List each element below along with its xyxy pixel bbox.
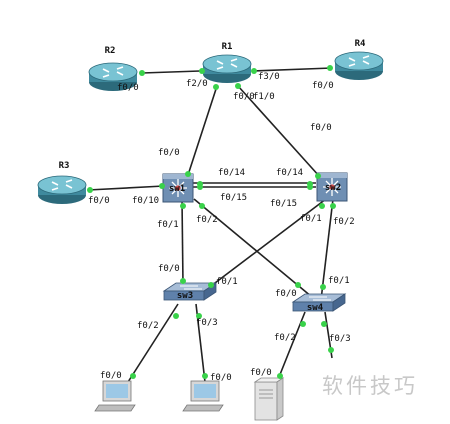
router-icon (202, 54, 252, 83)
link-r3-sw1 (87, 185, 165, 191)
switch-icon (162, 282, 218, 301)
watermark-text: 软件技巧 (322, 374, 418, 398)
port-label: f0/0 (250, 368, 272, 378)
port-dot (185, 171, 191, 177)
link-sw2-sw3 (206, 198, 327, 290)
device-srv[interactable] (253, 377, 285, 421)
port-label: f0/15 (220, 193, 247, 203)
device-sw1[interactable]: sw1 (162, 173, 194, 203)
server-icon (253, 377, 285, 421)
port-label: f0/14 (276, 168, 303, 178)
port-label: f0/0 (158, 264, 180, 274)
port-dot (307, 184, 313, 190)
device-label-r1: R1 (222, 42, 233, 52)
router-icon (334, 51, 384, 80)
port-dot (173, 313, 179, 319)
port-dot (180, 203, 186, 209)
multilayer-switch-icon (316, 172, 348, 202)
pc-icon (182, 380, 224, 412)
device-pc2[interactable] (182, 380, 224, 412)
port-dot (321, 321, 327, 327)
port-dot (180, 278, 186, 284)
link-r1-sw1 (187, 85, 218, 176)
port-label: f0/2 (274, 333, 296, 343)
port-dot (208, 282, 214, 288)
port-dot (235, 83, 241, 89)
port-label: f0/14 (218, 168, 245, 178)
port-label: f1/0 (253, 92, 275, 102)
link-sw1-sw3 (181, 198, 184, 286)
port-label: f0/3 (196, 318, 218, 328)
port-dot (320, 284, 326, 290)
port-dot (328, 347, 334, 353)
port-dot (199, 68, 205, 74)
port-dot (199, 203, 205, 209)
port-label: f0/0 (310, 123, 332, 133)
switch-icon (291, 293, 347, 312)
port-label: f0/10 (132, 196, 159, 206)
port-dot (197, 184, 203, 190)
port-label: f0/0 (117, 83, 139, 93)
port-dot (330, 203, 336, 209)
device-pc1[interactable] (94, 380, 136, 412)
device-sw4[interactable]: sw4 (291, 293, 347, 313)
link-sw2-sw4 (320, 198, 334, 301)
port-label: f0/0 (210, 373, 232, 383)
port-label: f0/1 (328, 276, 350, 286)
port-label: f0/0 (158, 148, 180, 158)
port-label: f0/1 (157, 220, 179, 230)
port-dot (139, 70, 145, 76)
link-sw1-sw4 (193, 198, 313, 298)
port-dot (295, 282, 301, 288)
multilayer-switch-icon (162, 173, 194, 203)
device-r2[interactable]: R2 (88, 46, 138, 91)
port-label: f0/2 (137, 321, 159, 331)
port-dot (300, 321, 306, 327)
link-r2-r1 (141, 70, 201, 74)
pc-icon (94, 380, 136, 412)
port-label: f0/0 (88, 196, 110, 206)
port-dot (277, 373, 283, 379)
port-dot (196, 313, 202, 319)
port-dot (87, 187, 93, 193)
port-dot (213, 84, 219, 90)
device-label-sw4: sw4 (307, 303, 324, 313)
device-r3[interactable]: R3 (37, 161, 87, 204)
port-label: f0/2 (196, 215, 218, 225)
port-dot (159, 183, 165, 189)
port-label: f0/2 (333, 217, 355, 227)
device-label-sw1: sw1 (169, 184, 185, 194)
port-dot (202, 373, 208, 379)
device-label-sw2: sw2 (325, 183, 341, 193)
port-dot (327, 65, 333, 71)
port-label: f0/3 (329, 334, 351, 344)
port-label: f3/0 (258, 72, 280, 82)
device-sw2[interactable]: sw2 (316, 172, 348, 202)
port-label: f0/1 (300, 214, 322, 224)
device-label-r4: R4 (355, 39, 366, 49)
port-dot (130, 373, 136, 379)
port-dot (315, 173, 321, 179)
port-label: f0/0 (275, 289, 297, 299)
port-dot (319, 203, 325, 209)
link-r1-r4 (252, 67, 333, 72)
link-r1-sw2 (237, 85, 321, 178)
port-label: f2/0 (186, 79, 208, 89)
port-label: f0/0 (233, 92, 255, 102)
port-dot (251, 68, 257, 74)
device-label-r3: R3 (59, 161, 70, 171)
link-sw3-pc1 (127, 303, 179, 383)
port-label: f0/0 (312, 81, 334, 91)
port-label: f0/1 (216, 277, 238, 287)
port-label: f0/0 (100, 371, 122, 381)
device-r4[interactable]: R4 (334, 39, 384, 80)
device-sw3[interactable]: sw3 (162, 282, 218, 301)
port-label: f0/15 (270, 199, 297, 209)
device-r1[interactable]: R1 (202, 42, 252, 83)
router-icon (88, 62, 138, 91)
device-label-sw3: sw3 (177, 291, 193, 301)
router-icon (37, 175, 87, 204)
device-label-r2: R2 (105, 46, 116, 56)
